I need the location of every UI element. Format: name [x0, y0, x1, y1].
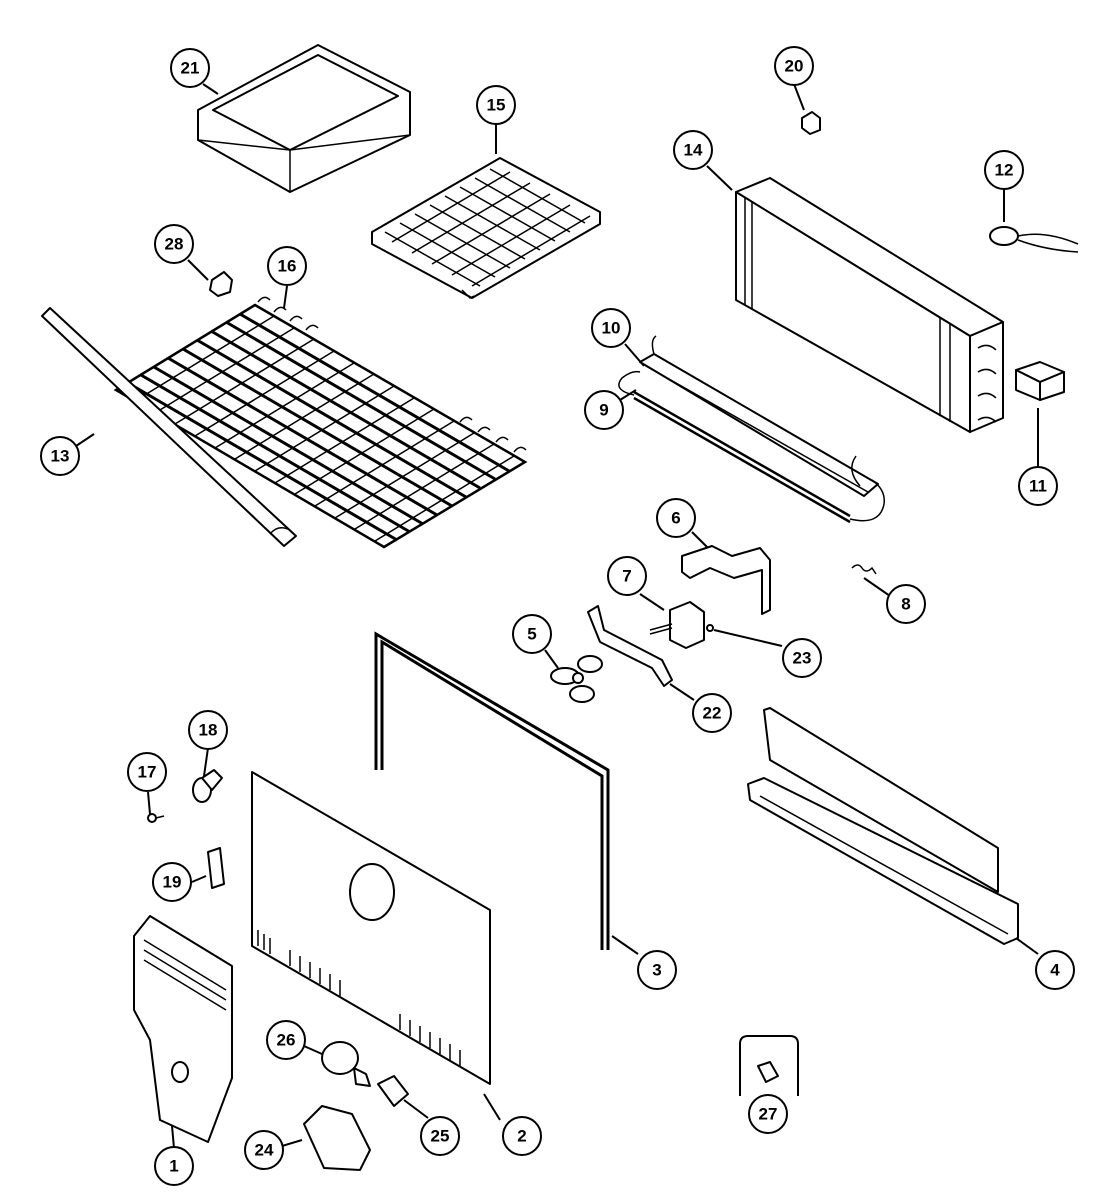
gasket-drawing [374, 631, 610, 950]
callout-19-label: 19 [163, 873, 182, 892]
callout-4-label: 4 [1050, 961, 1060, 980]
callout-26: 26 [266, 1020, 306, 1060]
callout-18-label: 18 [199, 721, 218, 740]
ice-cube-tray-drawing [371, 157, 601, 299]
callout-25-label: 25 [431, 1127, 450, 1146]
callout-9-label: 9 [599, 401, 608, 420]
callout-6-label: 6 [671, 509, 680, 528]
callout-24-label: 24 [255, 1141, 274, 1160]
callout-27-label: 27 [759, 1105, 778, 1124]
callout-18: 18 [188, 710, 228, 750]
back-panel-drawing [251, 771, 491, 1085]
drawer-stop-frame [739, 1035, 799, 1096]
callout-20: 20 [774, 46, 814, 86]
channel-drawing [747, 707, 1019, 945]
callout-23-label: 23 [793, 649, 812, 668]
callout-17-label: 17 [138, 763, 157, 782]
trim-strip-drawing [41, 307, 297, 547]
callout-9: 9 [584, 390, 624, 430]
clip-drawing [209, 271, 233, 297]
leader-lines [75, 83, 1039, 1149]
callout-4: 4 [1035, 950, 1075, 990]
callout-8-label: 8 [901, 595, 910, 614]
callout-24: 24 [244, 1130, 284, 1170]
callout-1-label: 1 [169, 1157, 178, 1176]
callout-3: 3 [637, 950, 677, 990]
lamp-socket-drawing [377, 1075, 409, 1107]
terminal-block-drawing [1015, 361, 1065, 401]
callout-11-label: 11 [1029, 477, 1047, 496]
callout-26-label: 26 [277, 1031, 296, 1050]
callout-13-label: 13 [51, 447, 70, 466]
callout-15: 15 [476, 85, 516, 125]
callout-5: 5 [512, 614, 552, 654]
callout-25: 25 [420, 1116, 460, 1156]
small-screw-drawing [147, 813, 165, 823]
control-housing-drawing [133, 915, 233, 1143]
callout-16: 16 [267, 246, 307, 286]
fan-motor-drawing [649, 601, 705, 649]
callout-12-label: 12 [995, 161, 1014, 180]
lamp-cover-drawing [303, 1105, 371, 1171]
callout-3-label: 3 [652, 961, 661, 980]
callout-23: 23 [782, 638, 822, 678]
screw-drawing [706, 624, 714, 632]
callout-6: 6 [656, 498, 696, 538]
callout-21-label: 21 [181, 59, 200, 78]
ice-bin-drawing [197, 44, 411, 193]
callout-14: 14 [673, 130, 713, 170]
callout-2-label: 2 [517, 1127, 526, 1146]
evaporator-drawing [735, 177, 1004, 433]
callout-15-label: 15 [487, 96, 506, 115]
callout-8: 8 [886, 584, 926, 624]
drain-trough-drawing [639, 335, 879, 497]
callout-20-label: 20 [785, 57, 804, 76]
callout-22: 22 [692, 693, 732, 733]
callout-12: 12 [984, 150, 1024, 190]
callout-2: 2 [502, 1116, 542, 1156]
wire-clip-drawing [851, 564, 877, 575]
fan-blade-drawing [550, 655, 603, 703]
callout-28-label: 28 [165, 235, 184, 254]
callout-7: 7 [607, 556, 647, 596]
motor-bracket-drawing [587, 605, 673, 687]
sensor-drawing [989, 226, 1079, 253]
knob-drawing [801, 111, 821, 135]
callout-16-label: 16 [278, 257, 297, 276]
callout-13: 13 [40, 436, 80, 476]
callout-28: 28 [154, 224, 194, 264]
callout-1: 1 [154, 1146, 194, 1186]
callout-17: 17 [127, 752, 167, 792]
callout-10-label: 10 [602, 319, 621, 338]
callout-10: 10 [591, 308, 631, 348]
wire-shelf-drawing [113, 296, 528, 549]
fan-bracket-drawing [681, 545, 771, 615]
socket-drawing [192, 769, 223, 803]
callout-27: 27 [748, 1094, 788, 1134]
callout-14-label: 14 [684, 141, 703, 160]
callout-5-label: 5 [527, 625, 536, 644]
callout-21: 21 [170, 48, 210, 88]
switch-drawing [207, 847, 225, 889]
callout-22-label: 22 [703, 704, 722, 723]
callout-11: 11 [1018, 466, 1058, 506]
heater-rod-drawing [618, 370, 885, 524]
callout-19: 19 [152, 862, 192, 902]
callout-7-label: 7 [622, 567, 631, 586]
light-bulb-drawing [321, 1041, 371, 1087]
